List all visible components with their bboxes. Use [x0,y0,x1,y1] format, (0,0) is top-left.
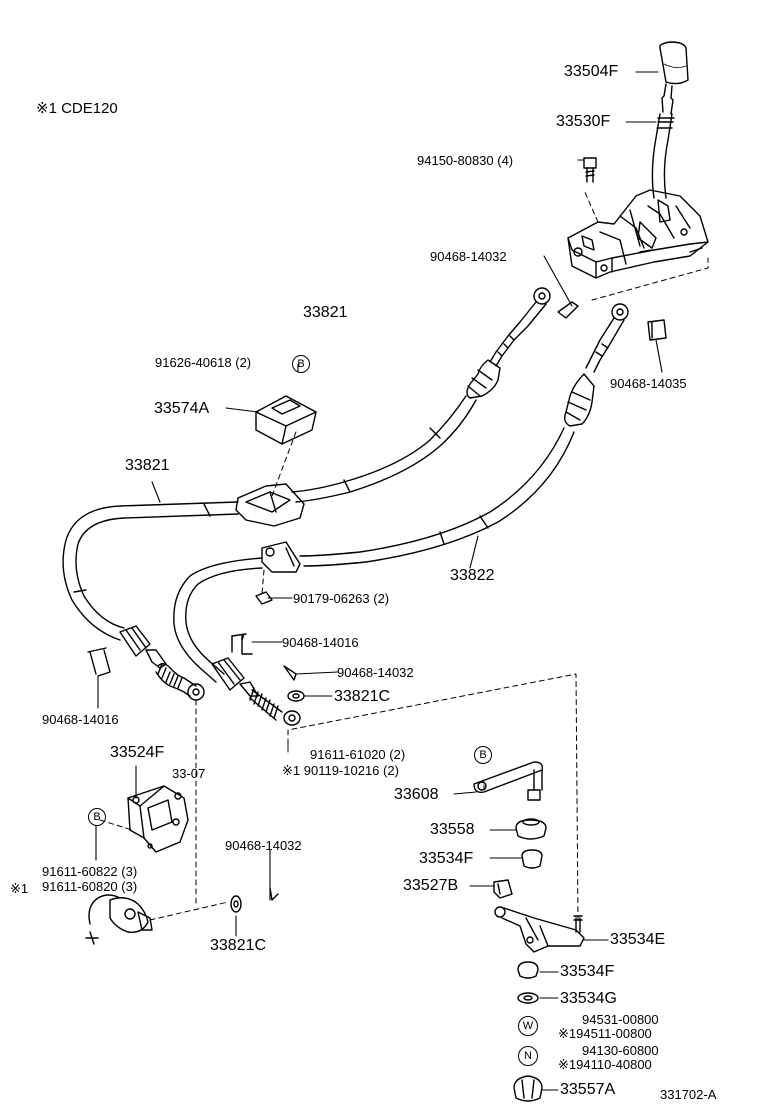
reference-lines [100,190,708,920]
label-33534F-top: 33534F [419,850,474,867]
bracket-33524F [128,786,188,852]
cable-33822 [174,304,628,682]
label-33574A: 33574A [154,400,210,417]
label-33534F-bottom: 33534F [560,963,615,980]
label-91611-60822: 91611-60822 (3) [42,864,138,879]
badge-b-icon: B [292,355,310,373]
lever-33534E [495,907,584,952]
bushing-33534F-lower [518,962,538,978]
shift-knob [660,42,688,84]
label-90468-14032-mid: 90468-14032 [337,665,414,680]
label-90468-14032-bottom: 90468-14032 [225,838,302,853]
label-33527B: 33527B [403,877,459,894]
label-91611-61020: 91611-61020 (2) [310,747,406,762]
transmission-lever [86,895,152,944]
lever-33608 [474,762,542,800]
cable-end-left [120,626,204,700]
label-33557A: 33557A [560,1081,616,1098]
label-33524F: 33524F [110,744,165,761]
label-33821C-mid: 33821C [334,688,391,705]
label-94531-00800: 94531-00800 [582,1012,659,1027]
label-33608: 33608 [394,786,439,803]
label-91611-60820: 91611-60820 (3) [42,879,138,894]
cable-end-middle [212,658,300,725]
label-94150-80830: 94150-80830 (4) [417,153,514,168]
label-90468-14032-top: 90468-14032 [430,249,507,264]
clip-icon [270,888,278,900]
badge-w-icon: W [518,1016,538,1036]
label-33821-top: 33821 [303,304,348,321]
label-90468-14016-left: 90468-14016 [42,712,119,727]
clip-arrow-icon [284,666,296,680]
label-33821C-bottom: 33821C [210,937,267,954]
label-194511-00800: ※194511-00800 [558,1026,652,1041]
clip-icon [88,648,110,676]
shift-lever [652,84,674,198]
label-90119-10216: ※1 90119-10216 (2) [282,763,399,778]
badge-b-icon: B [88,808,106,826]
model-note: ※1 CDE120 [36,100,118,117]
nut-33557A [514,1076,542,1101]
label-194110-40800: ※194110-40800 [558,1057,652,1072]
label-33822: 33822 [450,567,495,584]
label-33504F: 33504F [564,63,619,80]
bushing-33558 [516,819,546,839]
badge-b-icon: B [474,746,492,764]
shifter-base [568,190,708,278]
label-33-07: 33-07 [172,766,206,781]
label-note-mark: ※1 [10,881,29,896]
label-94130-60800: 94130-60800 [582,1043,659,1058]
badge-n-icon: N [518,1046,538,1066]
clip-icon [232,634,252,654]
label-90468-14016-mid: 90468-14016 [282,635,359,650]
label-33534E: 33534E [610,931,666,948]
cable-bracket [262,542,300,572]
washer-33534G [518,993,538,1003]
label-33534G: 33534G [560,990,617,1007]
clip-icon [558,302,578,318]
grommet-33574A [256,396,316,444]
bushing-icon [231,896,241,912]
bushing-icon [288,691,304,701]
label-91626-40618: 91626-40618 (2) [155,355,252,370]
label-90468-14035: 90468-14035 [610,376,687,391]
clip-icon [648,320,666,340]
cable-33821 [63,288,550,640]
leader-lines [96,72,662,1090]
nut-icon [256,592,272,604]
label-33558: 33558 [430,821,475,838]
label-33821-left: 33821 [125,457,170,474]
figure-id: 331702-A [660,1087,717,1102]
label-33530F: 33530F [556,113,611,130]
label-90179-06263: 90179-06263 (2) [293,591,390,606]
part-33527B [494,880,512,898]
bushing-33534F [522,850,542,868]
cable-grommet [236,484,304,526]
bolt-icon [584,158,596,182]
